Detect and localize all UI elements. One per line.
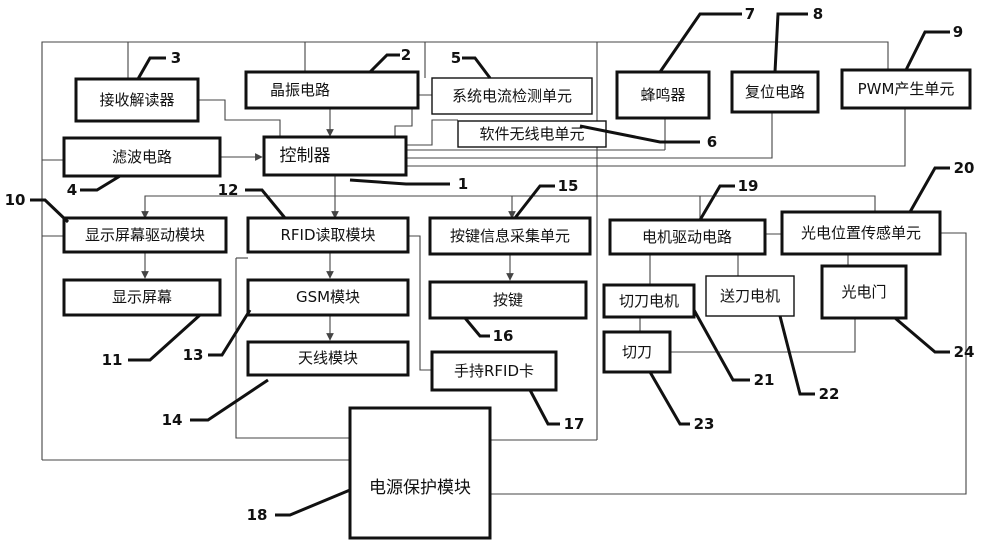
display-block: 显示屏幕 xyxy=(62,278,222,317)
key-label: 按键 xyxy=(493,291,523,309)
ref-number-17: 17 xyxy=(564,415,585,433)
current-detect-block: 系统电流检测单元 xyxy=(431,77,593,115)
ref-number-4: 4 xyxy=(67,181,77,199)
crystal-block: 晶振电路 xyxy=(244,70,420,110)
gsm-label: GSM模块 xyxy=(296,288,360,306)
ref-number-21: 21 xyxy=(754,371,775,389)
wireless-block: 软件无线电单元 xyxy=(457,120,607,148)
rfid-card-block: 手持RFID卡 xyxy=(430,350,558,392)
cutter-label: 切刀 xyxy=(622,343,652,361)
display-label: 显示屏幕 xyxy=(112,288,172,306)
display-driver-label: 显示屏幕驱动模块 xyxy=(85,226,205,244)
ref-number-22: 22 xyxy=(819,385,840,403)
reference-numbers: 1 2 3 4 5 6 7 8 9 10 11 12 13 14 15 16 1… xyxy=(5,5,975,524)
ref-number-7: 7 xyxy=(745,5,755,23)
key-collect-block: 按键信息采集单元 xyxy=(428,216,592,256)
cutter-motor-label: 切刀电机 xyxy=(619,292,679,310)
ref-number-12: 12 xyxy=(218,181,239,199)
photo-sensor-label: 光电位置传感单元 xyxy=(801,224,921,242)
filter-label: 滤波电路 xyxy=(112,148,172,166)
ref-number-2: 2 xyxy=(401,46,411,64)
crystal-label: 晶振电路 xyxy=(270,81,330,99)
rfid-reader-label: RFID读取模块 xyxy=(280,226,375,244)
gsm-block: GSM模块 xyxy=(246,278,410,317)
ref-number-1: 1 xyxy=(458,175,468,193)
ref-number-8: 8 xyxy=(813,5,823,23)
feed-motor-block: 送刀电机 xyxy=(705,275,795,317)
ref-number-20: 20 xyxy=(954,159,975,177)
key-collect-label: 按键信息采集单元 xyxy=(450,227,570,245)
ref-number-11: 11 xyxy=(102,351,123,369)
reset-block: 复位电路 xyxy=(730,70,820,114)
ref-number-5: 5 xyxy=(451,49,461,67)
motor-driver-label: 电机驱动电路 xyxy=(642,228,732,246)
ref-number-16: 16 xyxy=(493,327,514,345)
ref-number-23: 23 xyxy=(694,415,715,433)
reference-leaders xyxy=(30,12,950,517)
antenna-label: 天线模块 xyxy=(298,349,358,367)
ref-number-14: 14 xyxy=(162,411,183,429)
ref-number-24: 24 xyxy=(954,343,975,361)
rfid-reader-block: RFID读取模块 xyxy=(246,216,410,254)
pwm-block: PWM产生单元 xyxy=(840,68,972,110)
display-driver-block: 显示屏幕驱动模块 xyxy=(62,216,228,254)
wireless-label: 软件无线电单元 xyxy=(479,125,584,143)
current-detect-label: 系统电流检测单元 xyxy=(452,87,572,105)
photo-gate-block: 光电门 xyxy=(820,264,908,320)
connection-wires xyxy=(41,41,967,495)
photo-gate-label: 光电门 xyxy=(841,283,886,301)
rfid-card-label: 手持RFID卡 xyxy=(454,362,534,380)
ref-number-18: 18 xyxy=(247,506,268,524)
ref-number-9: 9 xyxy=(953,23,963,41)
ref-number-13: 13 xyxy=(183,346,204,364)
power-protect-label: 电源保护模块 xyxy=(369,478,471,498)
cutter-block: 切刀 xyxy=(602,330,672,374)
cutter-motor-block: 切刀电机 xyxy=(602,283,696,319)
motor-driver-block: 电机驱动电路 xyxy=(608,218,767,256)
ref-number-15: 15 xyxy=(558,177,579,195)
feed-motor-label: 送刀电机 xyxy=(720,287,780,305)
ref-number-10: 10 xyxy=(5,191,26,209)
buzzer-label: 蜂鸣器 xyxy=(640,86,685,104)
ref-number-19: 19 xyxy=(738,177,759,195)
controller-label: 控制器 xyxy=(280,146,331,166)
controller-block: 控制器 xyxy=(262,135,408,177)
power-protect-block: 电源保护模块 xyxy=(348,406,492,540)
ref-number-6: 6 xyxy=(707,133,717,151)
key-block: 按键 xyxy=(428,280,588,320)
photo-sensor-block: 光电位置传感单元 xyxy=(780,210,942,256)
receiver-decoder-block: 接收解读器 xyxy=(74,77,200,123)
antenna-block: 天线模块 xyxy=(246,340,410,377)
receiver-decoder-label: 接收解读器 xyxy=(99,91,174,109)
pwm-label: PWM产生单元 xyxy=(858,80,955,98)
filter-block: 滤波电路 xyxy=(62,136,222,178)
reset-label: 复位电路 xyxy=(745,83,805,101)
buzzer-block: 蜂鸣器 xyxy=(615,70,711,120)
ref-number-3: 3 xyxy=(171,49,181,67)
